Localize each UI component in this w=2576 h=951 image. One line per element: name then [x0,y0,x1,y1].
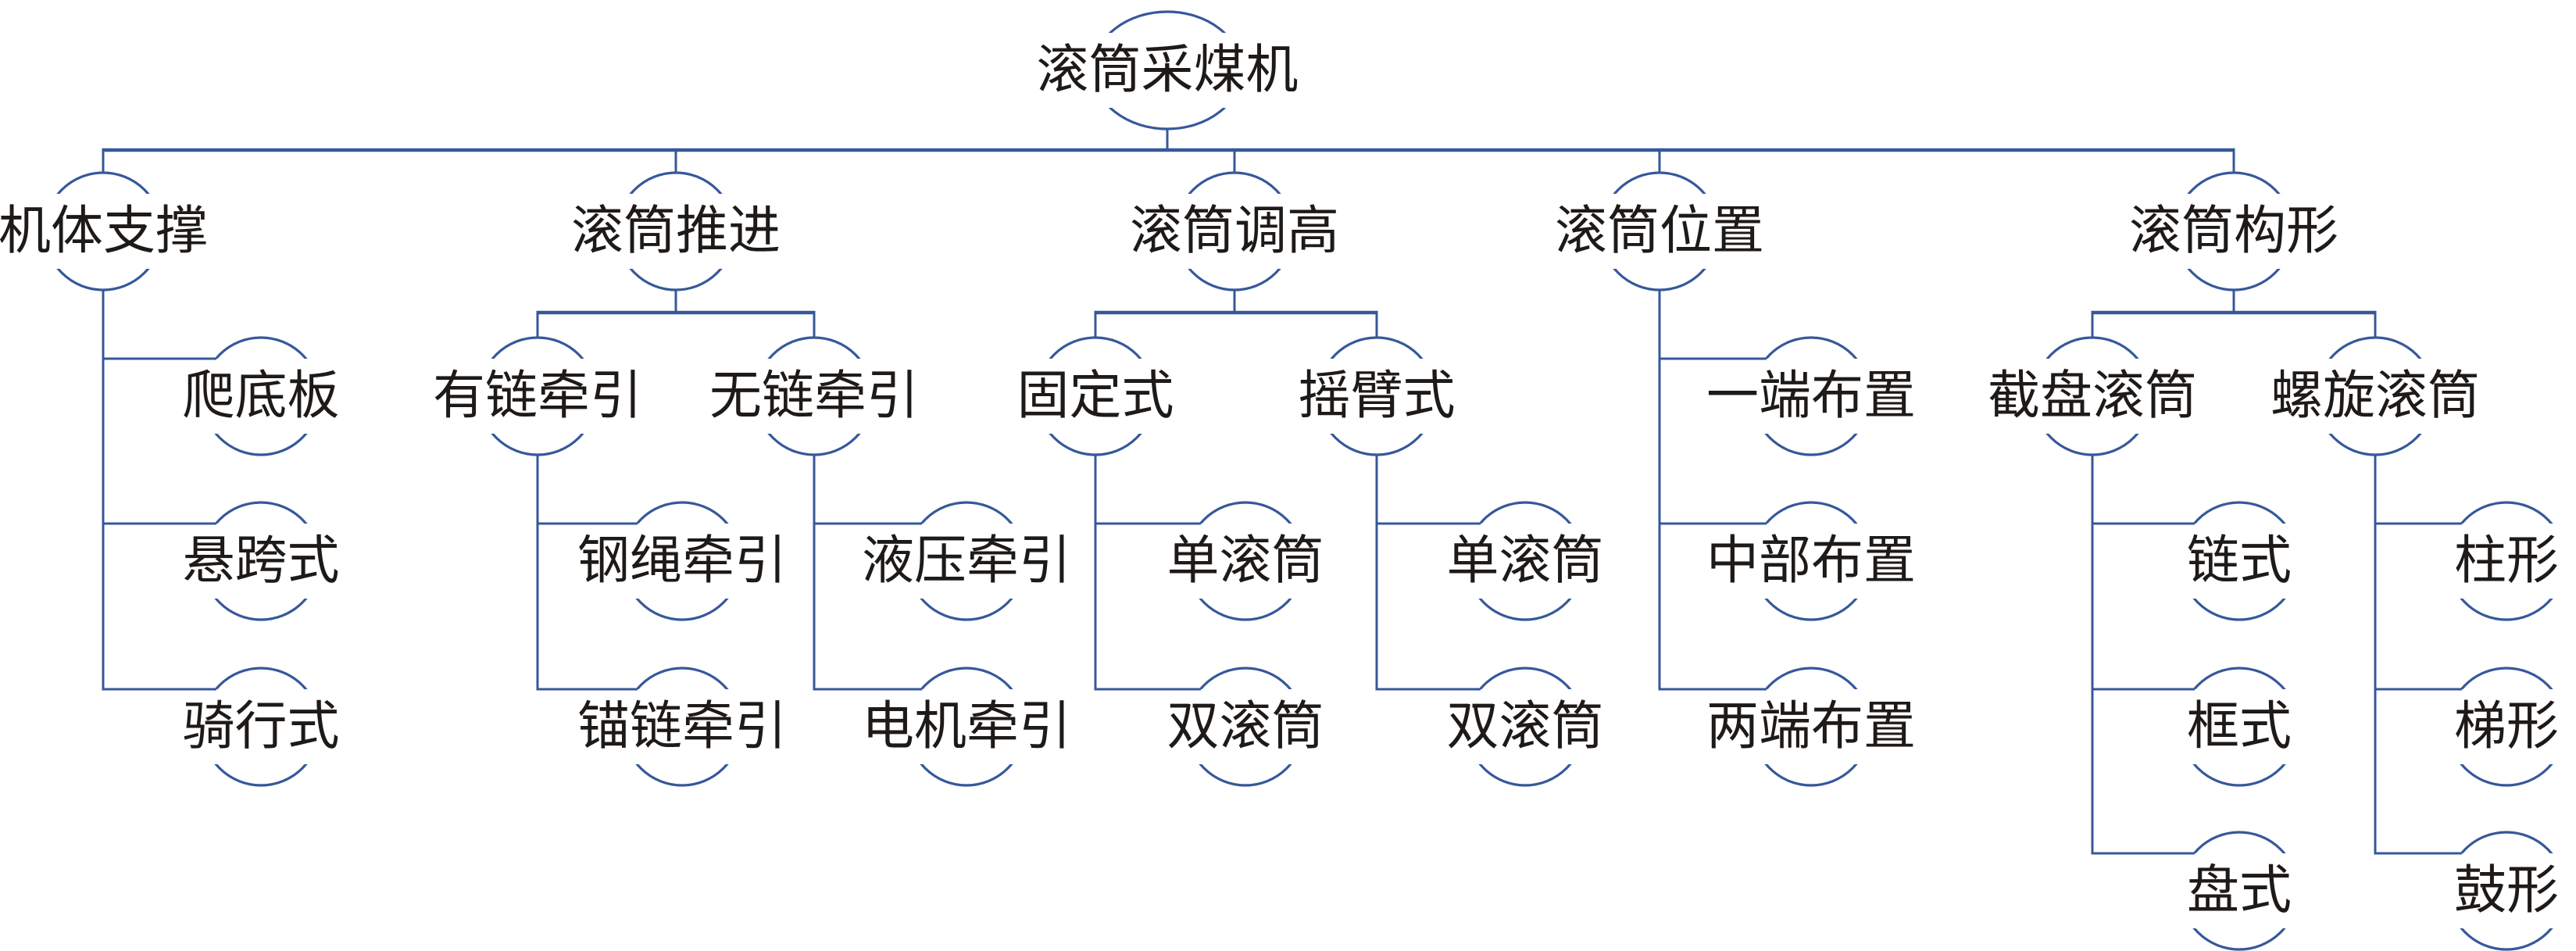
node-label: 盘式 [2187,862,2292,920]
node-label: 两端布置 [1706,698,1916,756]
node-label-background [707,359,921,434]
node-label-background [431,359,645,434]
node-label: 固定式 [1017,367,1174,425]
node-label: 滚筒调高 [1130,202,1339,260]
node-label: 摇臂式 [1299,367,1456,425]
node-label: 滚筒构形 [2129,202,2338,260]
node-label-background [1014,359,1177,434]
node-label: 双滚筒 [1167,698,1324,756]
node-label-background [180,359,342,434]
node-label-background [1164,689,1327,764]
node-label-background [2176,689,2303,764]
node-label-background [1164,524,1327,599]
node-label-background [2176,853,2303,928]
connectors-layer [102,129,2462,855]
node-label-background [2443,524,2570,599]
node-label: 截盘滚筒 [1988,367,2197,425]
node-label: 一端布置 [1706,367,1916,425]
node-label-background [1444,689,1606,764]
node-label: 双滚筒 [1447,698,1604,756]
node-label: 悬跨式 [183,532,340,590]
node-label-background [1552,194,1767,269]
label-bands-layer [0,33,2570,928]
node-label-background [859,689,1074,764]
node-label-background [1034,33,1301,108]
node-label: 单滚筒 [1447,532,1604,590]
node-label-background [2443,689,2570,764]
node-label-background [2443,853,2570,928]
node-label: 有链牵引 [433,367,642,425]
node-label-background [1704,524,1918,599]
node-label-background [569,194,783,269]
node-label-background [1985,359,2199,434]
node-label: 单滚筒 [1167,532,1324,590]
node-label-background [1295,359,1458,434]
node-label: 鼓形 [2454,862,2559,920]
node-label: 螺旋滚筒 [2271,367,2480,425]
node-label: 梯形 [2454,698,2559,756]
node-label: 机体支撑 [0,202,208,260]
node-label: 框式 [2187,698,2292,756]
node-label: 爬底板 [183,367,340,425]
node-label: 骑行式 [183,698,340,756]
node-label: 滚筒位置 [1555,202,1764,260]
node-label-background [180,689,342,764]
node-label-background [2268,359,2482,434]
node-label: 滚筒采煤机 [1037,41,1299,99]
node-label: 液压牵引 [862,532,1071,590]
node-label-background [1444,524,1606,599]
node-label-background [0,194,210,269]
node-label-background [1127,194,1342,269]
node-label: 锚链牵引 [577,698,787,756]
node-label-background [575,524,789,599]
node-label: 电机牵引 [862,698,1071,756]
node-label: 链式 [2187,532,2292,590]
node-label-background [2176,524,2303,599]
node-circles-layer [43,10,2567,951]
node-label: 中部布置 [1706,532,1916,590]
node-label: 滚筒推进 [571,202,781,260]
node-label: 柱形 [2454,532,2559,590]
node-label-background [2127,194,2341,269]
node-label: 钢绳牵引 [577,532,787,590]
node-label: 无链牵引 [709,367,919,425]
node-label-background [1704,689,1918,764]
node-label-background [180,524,342,599]
node-label-background [1704,359,1918,434]
node-label-background [859,524,1074,599]
node-label-background [575,689,789,764]
